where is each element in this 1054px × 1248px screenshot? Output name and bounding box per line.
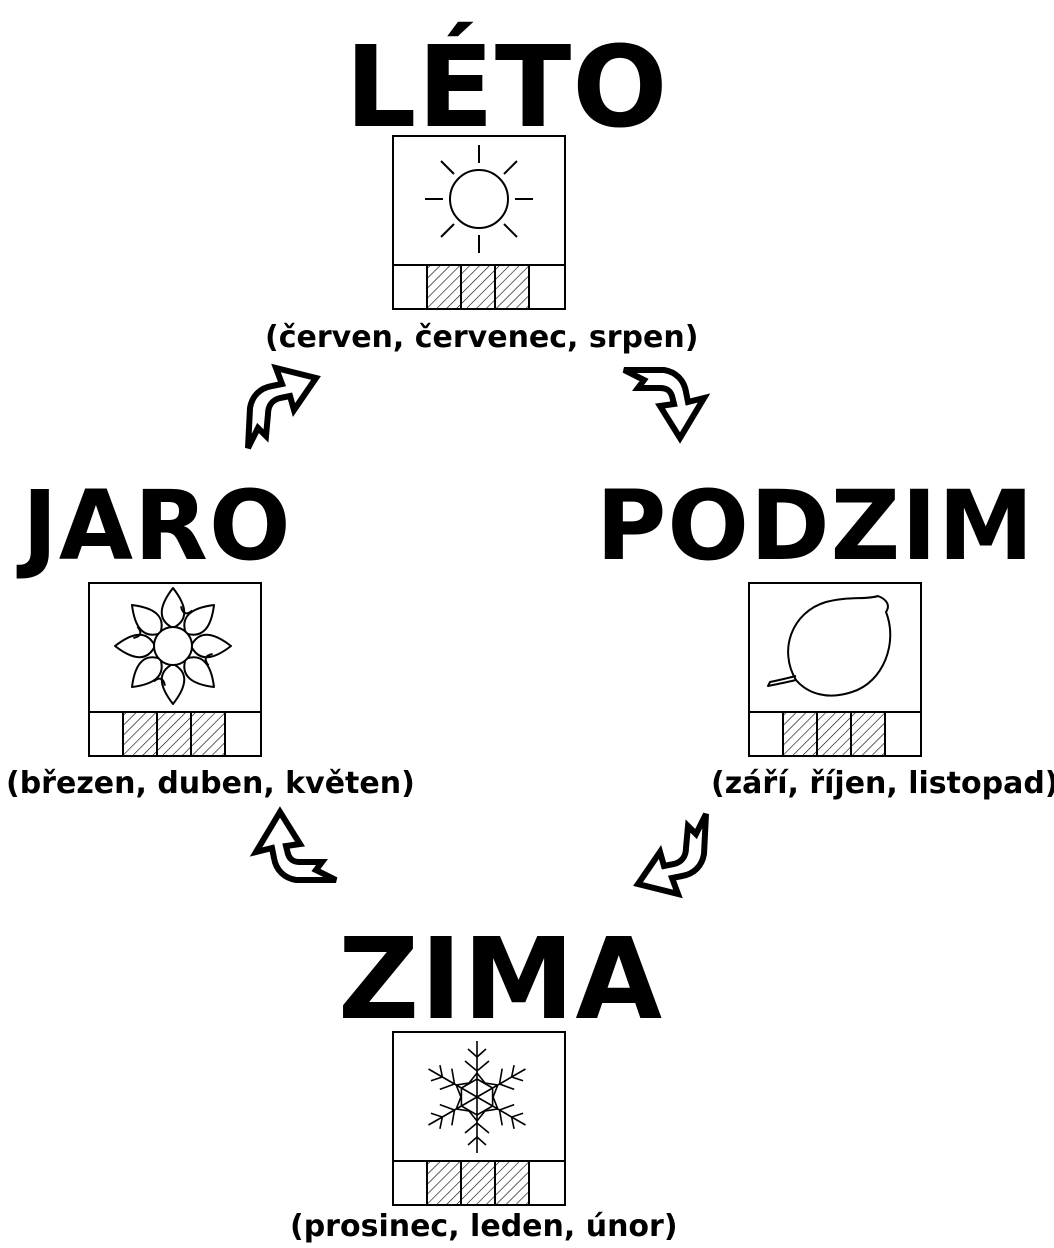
season-card-podzim <box>748 582 922 757</box>
season-title-zima: ZIMA <box>338 915 664 1045</box>
season-title-leto: LÉTO <box>345 23 669 153</box>
months-jaro: (březen, duben, květen) <box>6 766 415 801</box>
cycle-arrow-jaro-to-leto <box>236 358 326 454</box>
month-strip <box>426 264 530 310</box>
month-strip <box>782 711 886 757</box>
season-card-jaro <box>88 582 262 757</box>
season-card-leto <box>392 135 566 310</box>
month-strip <box>122 711 226 757</box>
cycle-arrow-leto-to-podzim <box>614 360 714 444</box>
months-podzim: (září, říjen, listopad) <box>711 766 1054 801</box>
sun-icon <box>425 145 533 253</box>
season-title-jaro: JARO <box>22 470 292 582</box>
month-strip <box>426 1160 530 1206</box>
flower-icon <box>114 587 232 705</box>
cycle-arrow-podzim-to-zima <box>628 808 718 904</box>
season-title-podzim: PODZIM <box>596 470 1035 582</box>
months-zima: (prosinec, leden, únor) <box>290 1209 678 1244</box>
cycle-arrow-zima-to-jaro <box>246 806 346 890</box>
season-card-zima <box>392 1031 566 1206</box>
months-leto: (červen, červenec, srpen) <box>265 320 699 355</box>
snowflake-icon <box>421 1041 533 1154</box>
leaf-icon <box>767 595 892 697</box>
